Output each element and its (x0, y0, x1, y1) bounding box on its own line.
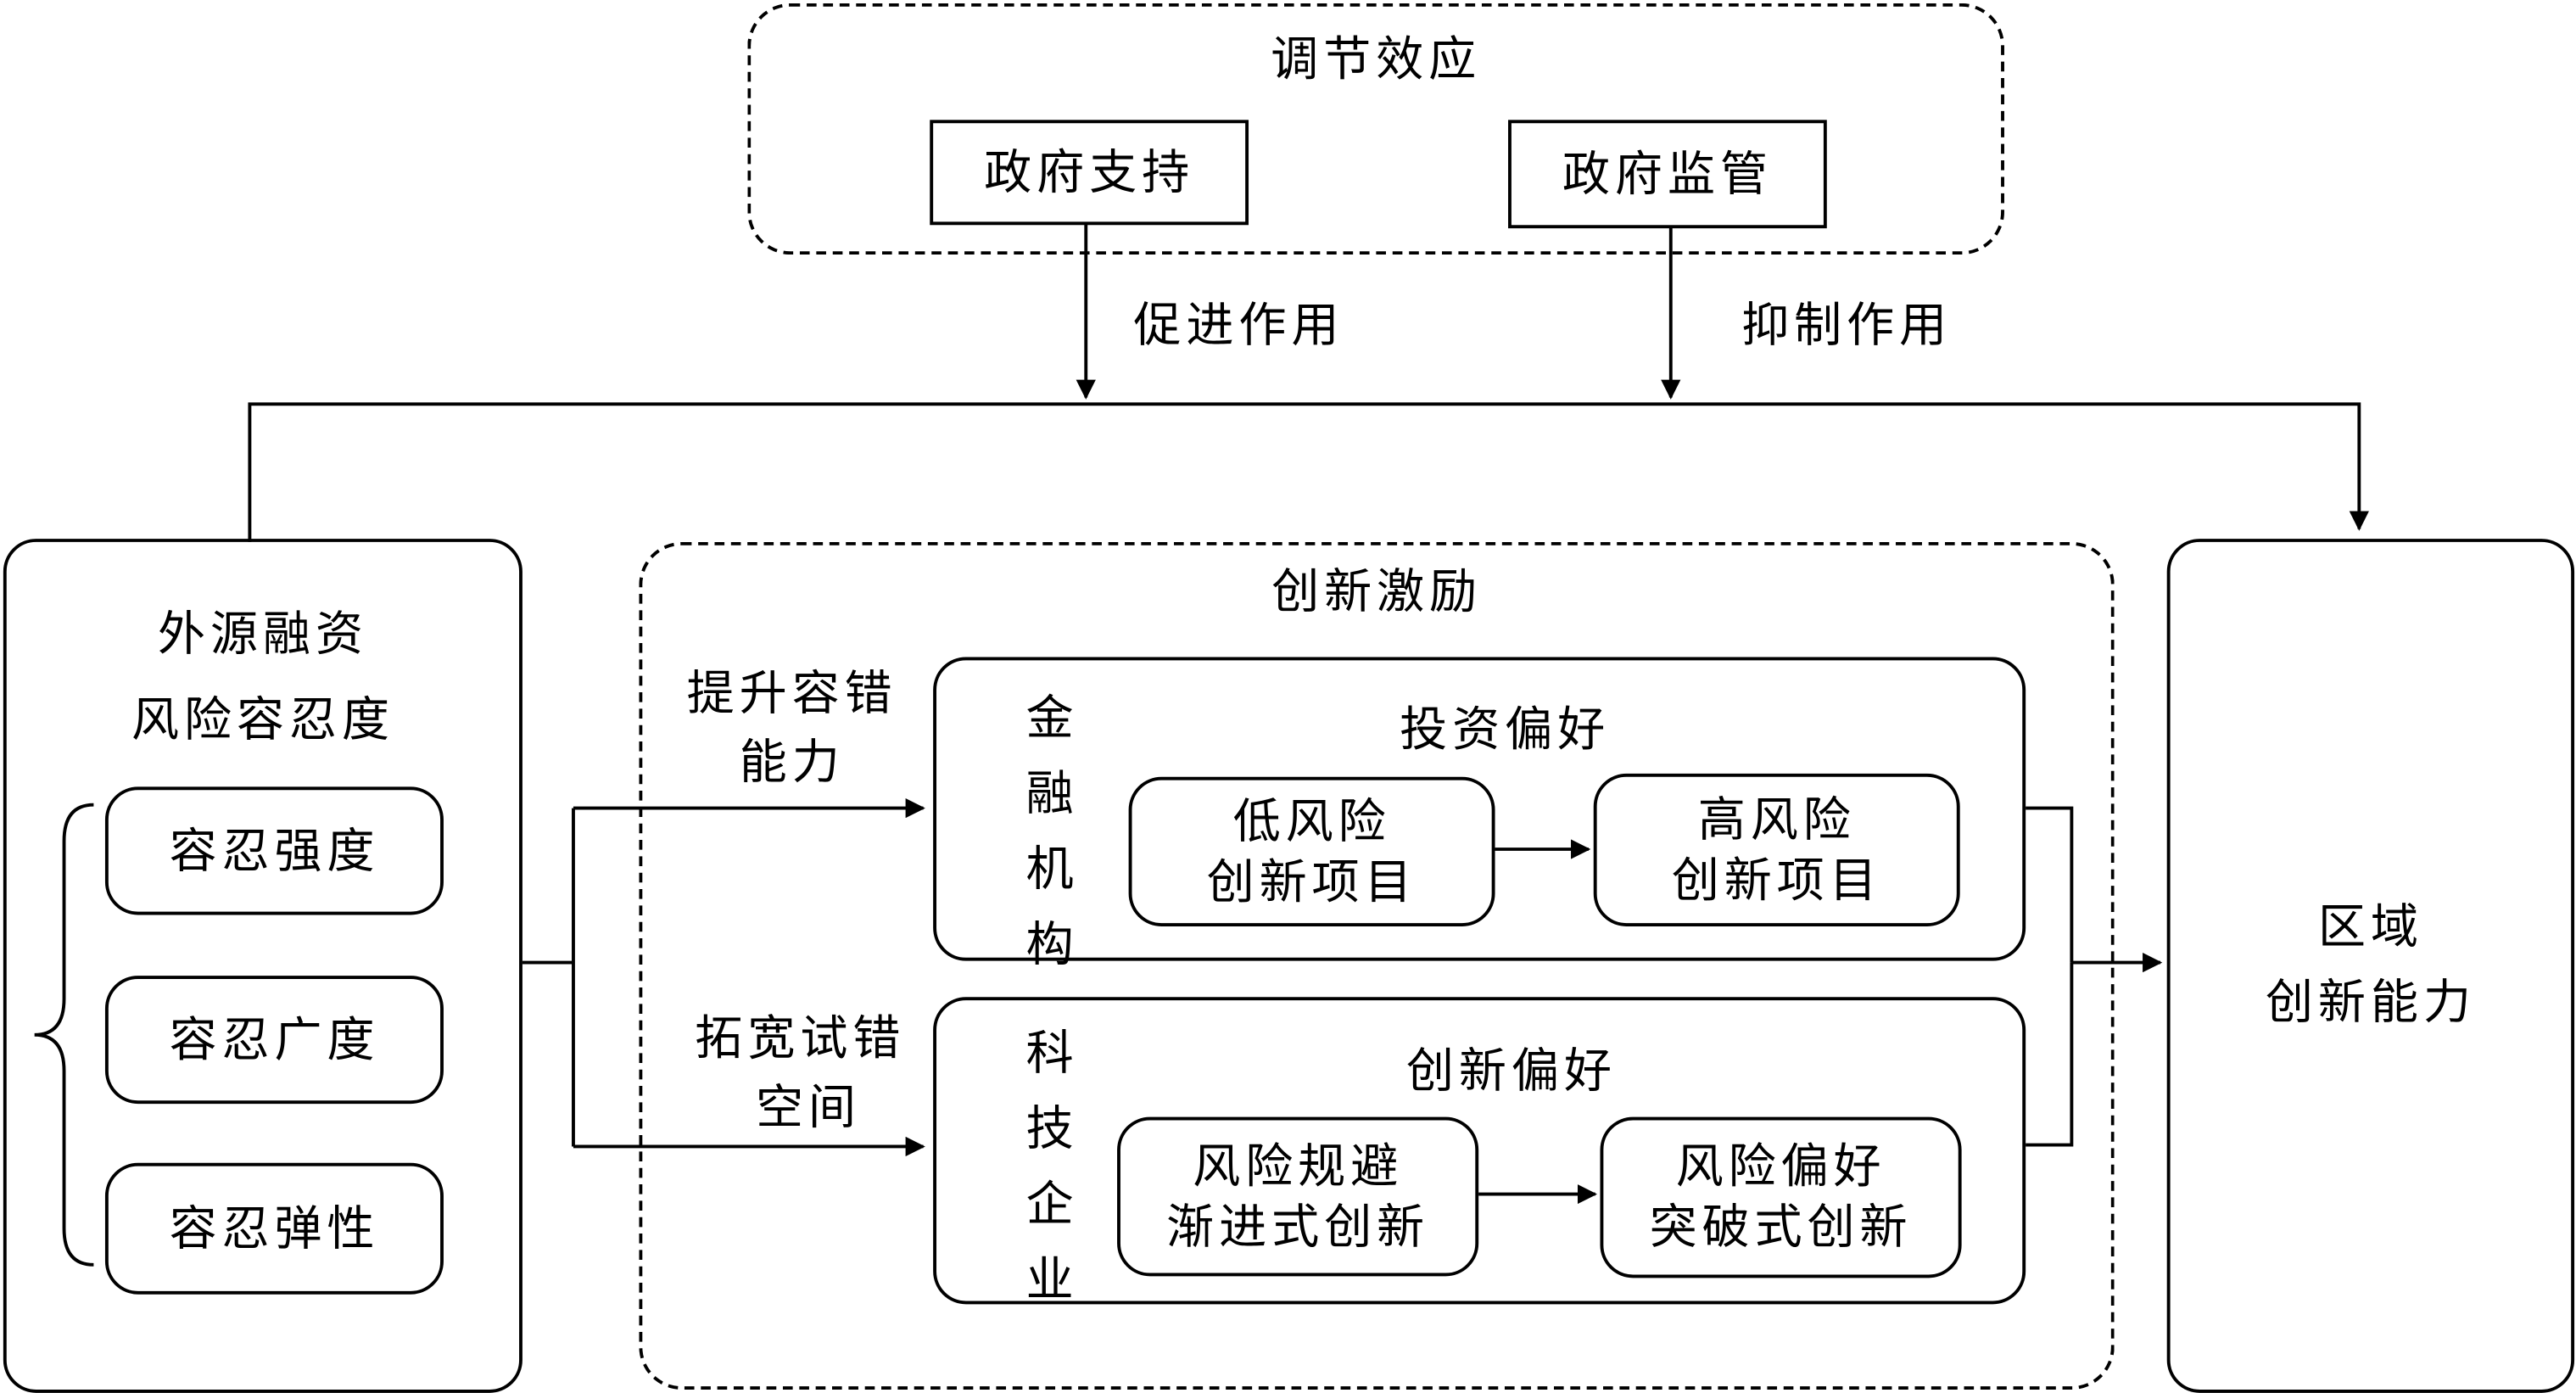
promote-label: 促进作用 (1133, 297, 1344, 354)
low-risk-line2: 创新项目 (1206, 853, 1417, 909)
investment-preference-title: 投资偏好 (1400, 701, 1611, 758)
tolerance-breadth-box: 容忍广度 (104, 976, 444, 1105)
risk-avoid-box: 风险规避 渐进式创新 (1117, 1116, 1479, 1277)
risk-avoid-line2: 渐进式创新 (1166, 1198, 1430, 1255)
high-risk-line2: 创新项目 (1671, 851, 1882, 908)
gov-support-label: 政府支持 (984, 143, 1195, 200)
financial-actor-char-2: 融 (1025, 765, 1074, 822)
direct-effect-line (248, 402, 2369, 542)
financial-actor-char-3: 机 (1025, 841, 1074, 898)
tolerance-intensity-box: 容忍强度 (104, 786, 444, 915)
path-top-line2: 能力 (739, 734, 845, 791)
low-risk-project-box: 低风险 创新项目 (1128, 776, 1495, 926)
moderation-group (747, 3, 2004, 255)
inhibit-label: 抑制作用 (1741, 297, 1953, 354)
tech-actor-char-2: 技 (1025, 1100, 1074, 1157)
high-risk-line1: 高风险 (1697, 791, 1856, 848)
tech-actor-char-3: 企 (1025, 1176, 1074, 1233)
financial-institution-box (933, 657, 2026, 961)
innovation-incentive-group (639, 541, 2115, 1390)
incentive-title: 创新激励 (1271, 563, 1483, 619)
financial-actor-char-1: 金 (1025, 690, 1074, 747)
tolerance-breadth-label: 容忍广度 (169, 1010, 380, 1067)
tolerance-intensity-label: 容忍强度 (169, 822, 380, 878)
left-title-line2: 风险容忍度 (131, 691, 394, 747)
tolerance-elasticity-box: 容忍弹性 (104, 1162, 444, 1295)
regional-innovation-panel (2166, 539, 2575, 1393)
path-bottom-line1: 拓宽试错 (695, 1010, 906, 1066)
gov-regulation-box: 政府监管 (1508, 120, 1827, 229)
risk-avoid-line1: 风险规避 (1193, 1137, 1404, 1194)
right-branch-bottom (2026, 962, 2074, 1147)
moderation-title: 调节效应 (1271, 31, 1482, 87)
risk-prefer-line2: 突破式创新 (1649, 1199, 1913, 1256)
left-title-line1: 外源融资 (157, 606, 368, 663)
tech-actor-char-4: 业 (1025, 1251, 1074, 1308)
region-line2: 创新能力 (2265, 974, 2476, 1030)
risk-prefer-box: 风险偏好 突破式创新 (1600, 1116, 1962, 1278)
financial-actor-char-4: 构 (1025, 916, 1074, 973)
right-branch-top (2026, 806, 2074, 963)
gov-regulation-label: 政府监管 (1562, 145, 1773, 202)
tolerance-elasticity-label: 容忍弹性 (169, 1200, 380, 1256)
high-risk-project-box: 高风险 创新项目 (1593, 773, 1960, 926)
tech-actor-char-1: 科 (1025, 1025, 1074, 1081)
gov-support-box: 政府支持 (930, 120, 1249, 226)
curly-brace (34, 803, 94, 1267)
low-risk-line1: 低风险 (1232, 792, 1391, 849)
path-top-line1: 提升容错 (686, 665, 897, 721)
region-line1: 区域 (2317, 898, 2423, 954)
tech-enterprise-box (933, 997, 2026, 1305)
path-bottom-line2: 空间 (755, 1079, 861, 1135)
innovation-preference-title: 创新偏好 (1405, 1043, 1617, 1099)
risk-prefer-line1: 风险偏好 (1675, 1138, 1886, 1194)
